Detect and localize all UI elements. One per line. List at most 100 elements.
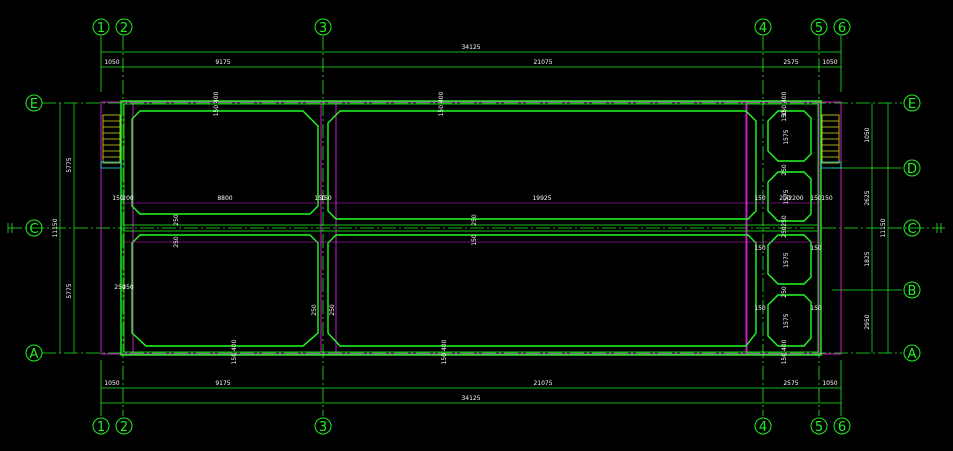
- bubble-1-top: [92, 18, 110, 36]
- dim-top-3: 21075: [533, 59, 552, 66]
- label-6-bottom: 6: [838, 420, 846, 435]
- stair-right-landing: [820, 161, 842, 169]
- side-1: 150: [810, 245, 822, 252]
- dim-top-1: 1050: [104, 59, 119, 66]
- label-A-left: A: [30, 347, 39, 362]
- dim-right-3: 1825: [864, 251, 871, 266]
- label-E-right: E: [908, 97, 916, 112]
- label-5-bottom: 5: [815, 420, 823, 435]
- cell-top-wall-3: 150 400: [781, 91, 788, 116]
- dim-bottom-5: 1050: [822, 380, 837, 387]
- stair-left-landing: [100, 161, 122, 169]
- bubble-6-top: [833, 18, 851, 36]
- small-cell-1: 1575: [783, 129, 790, 144]
- bubble-A-right: [903, 344, 921, 362]
- label-3-bottom: 3: [319, 420, 327, 435]
- small-tank-4: [767, 294, 812, 347]
- bubble-6-bottom: [833, 417, 851, 435]
- dim-bottom-2: 9175: [215, 380, 230, 387]
- room-outline-1: [132, 101, 322, 355]
- bubble-E-left: [25, 94, 43, 112]
- small-cell-3: 1575: [783, 252, 790, 267]
- tank-1-bottom: [131, 234, 319, 347]
- structure-walls: [120, 100, 822, 356]
- cell-mid-small-3: 150: [314, 195, 326, 202]
- bubble-3-bottom: [314, 417, 332, 435]
- cell-mid-small-22: 250: [781, 215, 788, 227]
- dim-right-2: 2625: [864, 190, 871, 205]
- cell-mid-small-20: 250: [114, 284, 126, 291]
- horizontal-axis-lines: [7, 102, 945, 354]
- bubble-5-bottom: [810, 417, 828, 435]
- side-4: 150: [754, 305, 766, 312]
- label-2-top: 2: [120, 21, 128, 36]
- dim-bottom-3: 21075: [533, 380, 552, 387]
- bubble-C-left: [25, 219, 43, 237]
- cell-mid-small-10: 150: [821, 195, 833, 202]
- dim-top-2: 9175: [215, 59, 230, 66]
- bubble-B-right: [903, 281, 921, 299]
- side-3: 150: [754, 245, 766, 252]
- label-3-top: 3: [319, 21, 327, 36]
- dim-bottom-1: 1050: [104, 380, 119, 387]
- outer-wall: [120, 100, 822, 356]
- bubble-2-top: [115, 18, 133, 36]
- dim-top-4: 2575: [783, 59, 798, 66]
- label-1-bottom: 1: [97, 420, 105, 435]
- cell-mid-small-5: 150: [754, 195, 766, 202]
- cell-mid-small-12: 2200: [788, 195, 803, 202]
- label-1-top: 1: [97, 21, 105, 36]
- cell-mid-small-8: 250: [173, 236, 180, 248]
- magenta-outlines: [100, 101, 842, 355]
- room-outline-2: [335, 101, 747, 355]
- bubble-3-top: [314, 18, 332, 36]
- small-tank-1: [767, 110, 812, 162]
- dim-left-total: 11150: [52, 218, 59, 237]
- dim-right-total: 11150: [880, 218, 887, 237]
- small-cell-2: 1575: [783, 189, 790, 204]
- dimension-texts: 34125 1050 9175 21075 2575 1050 1050 917…: [52, 44, 887, 402]
- stair-left: [102, 114, 121, 164]
- dim-left-2: 5775: [66, 283, 73, 298]
- axis-label-texts: 1 2 3 4 5 6 1 2 3 4 5 6 E C A E D C B A: [29, 21, 917, 435]
- label-A-right: A: [908, 347, 917, 362]
- label-D-right: D: [907, 162, 917, 177]
- bubble-C-right: [903, 219, 921, 237]
- cell-mid-small-21: 250: [122, 284, 134, 291]
- cell-mid-small-2: 200: [122, 195, 134, 202]
- bubble-4-bottom: [754, 417, 772, 435]
- cell-bottom-wall-2: 150 400: [441, 339, 448, 364]
- label-5-top: 5: [815, 21, 823, 36]
- tank-2-top: [327, 110, 757, 220]
- bubble-A-left: [25, 344, 43, 362]
- bubble-5-top: [810, 18, 828, 36]
- cell-mid-small-16: 250: [781, 286, 788, 298]
- cell-mid-small-1: 150: [112, 195, 124, 202]
- dim-top-total: 34125: [461, 44, 480, 51]
- bubble-D-right: [903, 159, 921, 177]
- small-tank-3: [767, 234, 812, 285]
- cell-mid-small-15: 250: [781, 226, 788, 238]
- small-tank-2: [767, 171, 812, 222]
- cell-mid-small-13: 250: [471, 214, 478, 226]
- tank-1-top: [131, 110, 319, 215]
- cell-mid-small-18: 250: [311, 304, 318, 316]
- cell-mid-small-6: 200: [779, 195, 791, 202]
- label-2-bottom: 2: [120, 420, 128, 435]
- cell-mid-width-right: 19925: [532, 195, 551, 202]
- label-C-right: C: [907, 222, 916, 237]
- bubble-E-right: [903, 94, 921, 112]
- cell-bottom-wall-3: 150 400: [781, 339, 788, 364]
- dim-right-1: 1050: [864, 127, 871, 142]
- outer-wall-inner: [123, 103, 819, 353]
- cell-top-wall-1: 150 400: [213, 91, 220, 116]
- dim-bottom-4: 2575: [783, 380, 798, 387]
- stair-right: [821, 114, 840, 164]
- dim-bottom-total: 34125: [461, 395, 480, 402]
- label-4-top: 4: [759, 21, 767, 36]
- cell-top-wall-2: 150 400: [438, 91, 445, 116]
- label-4-bottom: 4: [759, 420, 767, 435]
